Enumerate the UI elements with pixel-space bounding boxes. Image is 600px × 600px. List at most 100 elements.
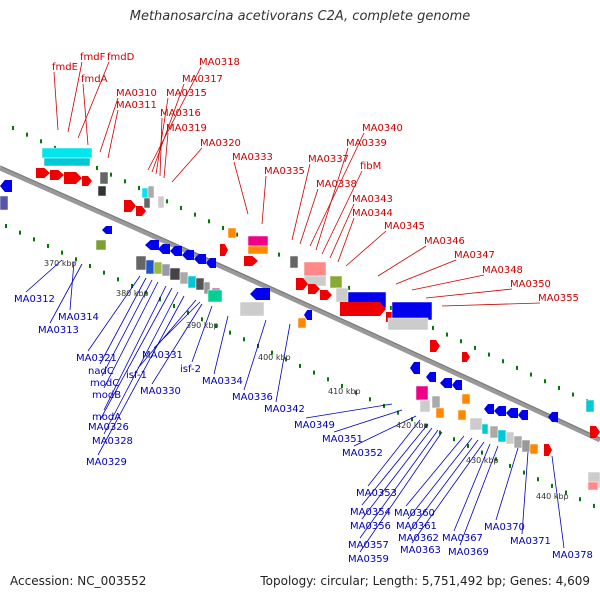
gene-feature-block — [99, 171, 109, 185]
tick-mark — [537, 477, 539, 482]
bottom-label-leader — [359, 429, 439, 539]
tick-mark — [551, 483, 553, 488]
top-label-leader — [411, 274, 485, 291]
bottom-gene-label: MA0313 — [38, 325, 79, 336]
gene-feature-block — [95, 239, 107, 251]
top-gene-label: MA0311 — [116, 100, 157, 111]
tick-mark — [446, 332, 448, 337]
tick-mark — [96, 165, 98, 170]
top-label-leader — [77, 61, 110, 139]
tick-mark — [187, 310, 189, 315]
tick-mark — [180, 205, 182, 210]
tick-mark — [467, 443, 469, 448]
top-gene-label: fmdE — [52, 62, 78, 73]
scale-tick-label: 400 kbp — [258, 353, 291, 362]
top-label-leader — [337, 217, 355, 263]
top-label-leader — [147, 66, 202, 171]
gene-feature-block — [391, 301, 433, 321]
tick-mark — [530, 372, 532, 377]
top-gene-label: MA0337 — [308, 154, 349, 165]
bottom-label-leader — [103, 285, 167, 411]
gene-feature-arrow — [430, 340, 440, 352]
gene-feature-block — [247, 235, 269, 247]
top-gene-label: MA0317 — [182, 74, 223, 85]
gene-feature-arrow — [250, 288, 270, 300]
top-label-leader — [99, 97, 119, 153]
top-gene-label: MA0335 — [264, 166, 305, 177]
gene-feature-arrow — [0, 180, 12, 192]
gene-feature-block — [505, 431, 515, 445]
gene-feature-arrow — [426, 372, 436, 382]
tick-mark — [89, 263, 91, 268]
bottom-gene-label: MA0359 — [348, 554, 389, 565]
tick-mark — [348, 285, 350, 290]
gene-feature-block — [41, 147, 93, 159]
tick-mark — [397, 410, 399, 415]
bottom-label-leader — [213, 315, 229, 375]
bottom-label-leader — [367, 419, 421, 487]
gene-feature-block — [521, 439, 531, 453]
top-label-leader — [315, 147, 349, 251]
tick-mark — [236, 232, 238, 237]
label-leader-lines — [25, 61, 565, 553]
tick-mark — [33, 237, 35, 242]
scale-tick-label: 380 kbp — [116, 289, 149, 298]
bottom-label-leader — [521, 451, 529, 535]
top-label-leader — [163, 132, 169, 179]
bottom-gene-label: MA0349 — [294, 420, 335, 431]
scale-tick-label: 410 kbp — [328, 387, 361, 396]
gene-feature-arrow — [304, 310, 312, 320]
gene-feature-block — [179, 271, 189, 285]
gene-feature-block — [239, 301, 265, 317]
bottom-gene-label: MA0336 — [232, 392, 273, 403]
top-label-leader — [82, 83, 89, 146]
bottom-gene-label: MA0312 — [14, 294, 55, 305]
top-gene-label: MA0350 — [510, 279, 551, 290]
top-label-leader — [377, 245, 427, 277]
gene-feature-block — [587, 481, 599, 491]
gene-feature-block — [0, 195, 9, 211]
bottom-gene-label: MA0353 — [356, 488, 397, 499]
tick-mark — [166, 199, 168, 204]
bottom-gene-label: MA0352 — [342, 448, 383, 459]
bottom-gene-label: MA0363 — [400, 545, 441, 556]
top-label-leader — [233, 161, 249, 215]
gene-feature-arrow — [548, 412, 558, 422]
tick-mark — [40, 139, 42, 144]
bottom-gene-label: nadC — [88, 366, 114, 377]
tick-mark — [390, 305, 392, 310]
tick-mark — [558, 385, 560, 390]
bottom-label-leader — [69, 261, 75, 311]
top-label-leader — [159, 117, 163, 177]
tick-mark — [222, 225, 224, 230]
gene-features — [0, 147, 600, 491]
top-gene-label: MA0355 — [538, 293, 579, 304]
top-gene-label: MA0315 — [166, 88, 207, 99]
gene-feature-arrow — [484, 404, 494, 414]
tick-mark — [215, 323, 217, 328]
bottom-gene-label: MA0369 — [448, 547, 489, 558]
gene-feature-arrow — [50, 170, 64, 180]
top-gene-label: MA0340 — [362, 123, 403, 134]
gene-feature-arrow — [340, 302, 386, 316]
tick-mark — [495, 457, 497, 462]
bottom-label-leader — [137, 299, 197, 369]
top-gene-label: MA0319 — [166, 123, 207, 134]
top-gene-label: MA0347 — [454, 250, 495, 261]
gene-feature-arrow — [518, 410, 528, 420]
bottom-label-leader — [305, 403, 393, 419]
tick-mark — [453, 437, 455, 442]
gene-feature-arrow — [145, 240, 159, 250]
bottom-gene-label: MA0360 — [394, 508, 435, 519]
scale-tick-label: 370 kbp — [44, 259, 77, 268]
gene-feature-block — [169, 267, 181, 281]
bottom-label-leader — [459, 445, 499, 546]
gene-feature-arrow — [506, 408, 518, 418]
tick-mark — [299, 363, 301, 368]
gene-feature-arrow — [244, 256, 258, 266]
bottom-label-leader — [275, 323, 291, 403]
bottom-gene-label: isf-1 — [126, 370, 147, 381]
tick-mark — [208, 219, 210, 224]
gene-feature-block — [431, 395, 441, 409]
